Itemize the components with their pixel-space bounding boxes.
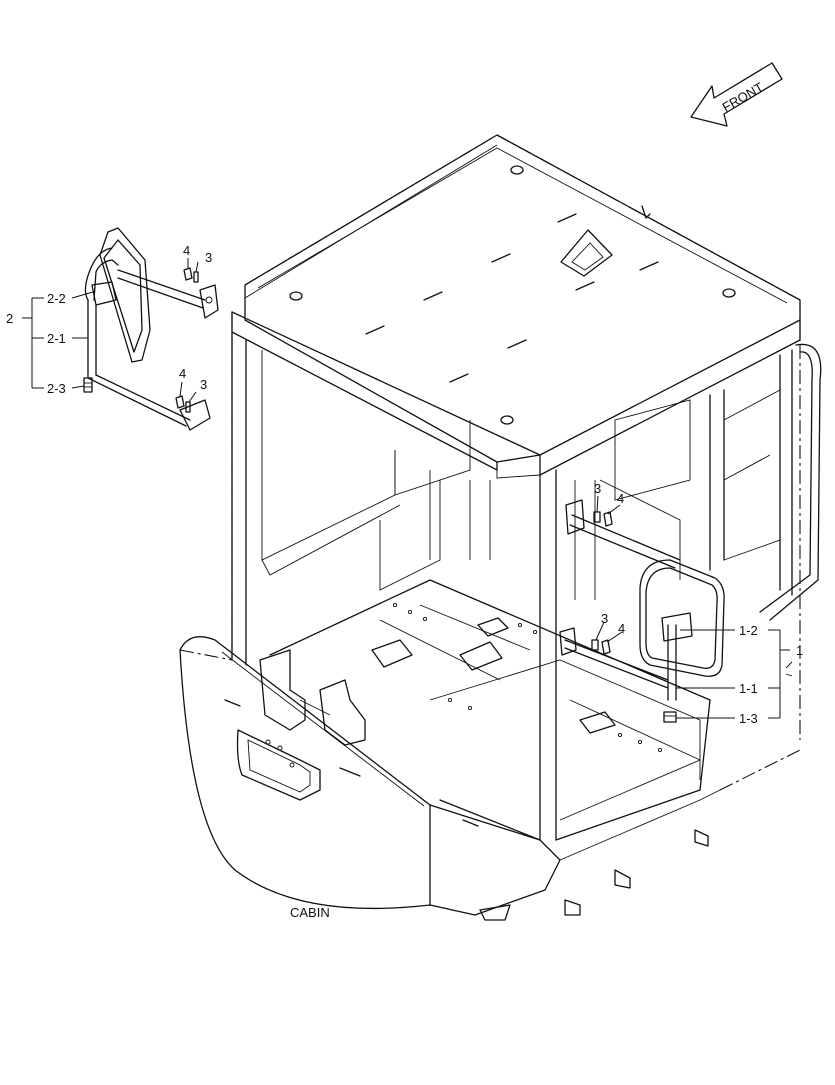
cabin-floor — [259, 579, 711, 841]
diagram-title: CABIN — [290, 905, 330, 920]
callout-right-lower-3: 3 — [601, 611, 608, 626]
callout-left-upper-3: 3 — [205, 250, 212, 265]
callout-2-3: 2-3 — [47, 381, 66, 396]
callout-2-2: 2-2 — [47, 291, 66, 306]
callout-2: 2 — [6, 311, 13, 326]
callout-right-lower-4: 4 — [618, 621, 625, 636]
right-callout-bracket — [676, 629, 793, 719]
callout-2-1: 2-1 — [47, 331, 66, 346]
callout-right-upper-4: 4 — [617, 491, 624, 506]
front-arrow: FRONT — [690, 62, 783, 127]
front-lower-panel — [179, 636, 721, 921]
cabin-frame — [231, 331, 822, 841]
callout-1: 1 — [796, 643, 803, 658]
callout-left-lower-4: 4 — [179, 366, 186, 381]
callout-right-upper-3: 3 — [594, 481, 601, 496]
right-mirror-assembly — [559, 495, 725, 723]
callout-left-lower-3: 3 — [200, 377, 207, 392]
phantom-lines — [179, 134, 801, 791]
callout-1-1: 1-1 — [739, 681, 758, 696]
callout-left-upper-4: 4 — [183, 243, 190, 258]
cabin-roof — [231, 134, 801, 479]
left-callout-bracket — [22, 291, 94, 389]
callout-1-2: 1-2 — [739, 623, 758, 638]
callout-1-3: 1-3 — [739, 711, 758, 726]
front-label: FRONT — [720, 79, 766, 114]
left-mirror-assembly — [83, 227, 219, 431]
